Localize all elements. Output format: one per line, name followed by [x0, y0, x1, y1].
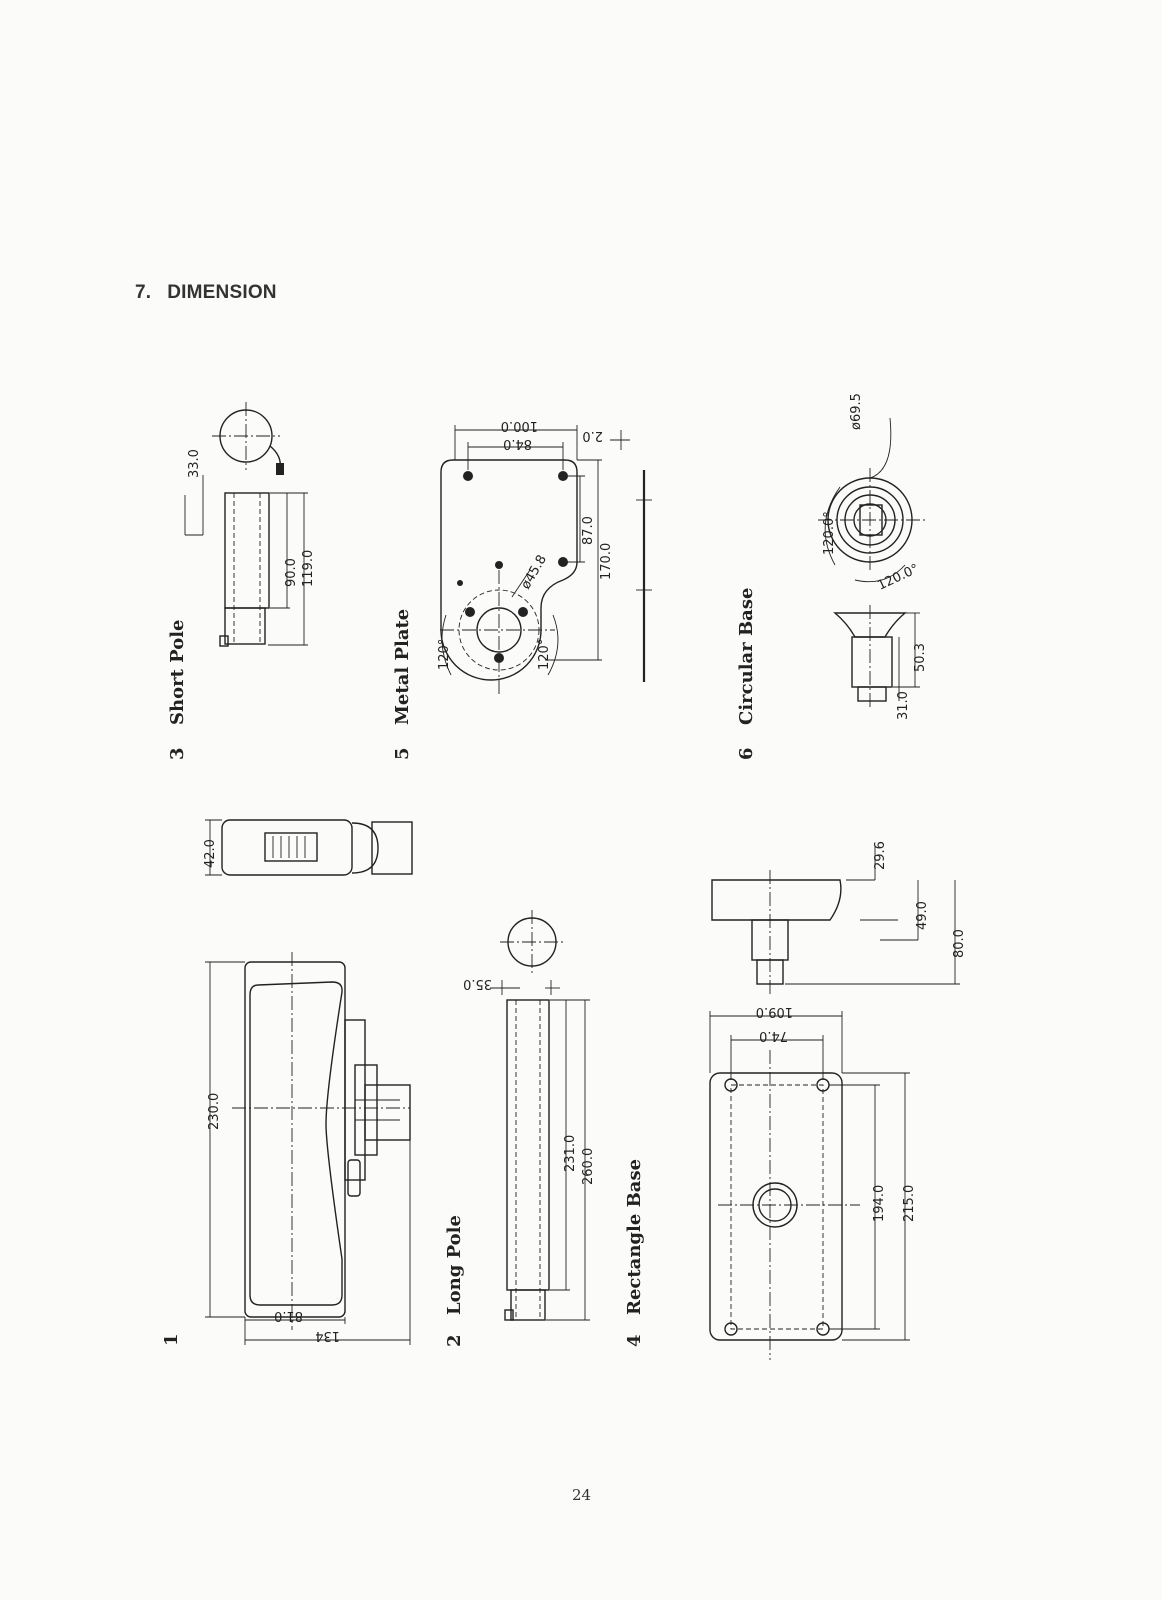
- p3-diameter-dim: 33.0: [187, 449, 202, 478]
- p5-angle-b-dim: 120°: [537, 639, 552, 670]
- p6-angle-a-dim: 120.0°: [822, 511, 837, 555]
- p4-hole-spacing-dim: 74.0: [759, 1028, 788, 1043]
- p5-hole-spacing-dim: 84.0: [503, 436, 532, 451]
- p2-overall-dim: 260.0: [581, 1148, 596, 1185]
- part-6-number: 6: [736, 747, 757, 760]
- section-heading: 7. DIMENSION: [135, 282, 277, 304]
- p6-base-dim: 31.0: [896, 691, 911, 720]
- part-1-device: 1 230.0 81.0 134: [161, 819, 413, 1346]
- p1-depth-b-dim: 134: [315, 1328, 340, 1343]
- part-6-circular-base: 6 Circular Base ø69.5 120.0° 120.0° 50.3…: [736, 393, 928, 760]
- p6-height-dim: 50.3: [913, 643, 928, 672]
- part-5-name: Metal Plate: [392, 609, 413, 725]
- p4-top-dim: 29.6: [873, 841, 888, 870]
- part-3-name: Short Pole: [167, 619, 188, 725]
- p5-width-dim: 100.0: [501, 418, 538, 433]
- p4-length-dim: 215.0: [902, 1185, 917, 1222]
- part-6-name: Circular Base: [736, 588, 757, 725]
- p6-angle-b-dim: 120.0°: [875, 562, 921, 594]
- part-1-number: 1: [161, 1333, 182, 1346]
- part-2-number: 2: [444, 1334, 465, 1347]
- p6-diameter-dim: ø69.5: [849, 393, 864, 430]
- part-4-rectangle-base: 4 Rectangle Base 109.0 74.0 194.0 215.0: [624, 841, 967, 1360]
- section-number: 7.: [135, 282, 152, 303]
- part-5-number: 5: [392, 747, 413, 760]
- part-4-number: 4: [624, 1334, 645, 1347]
- p4-hole-length-dim: 194.0: [872, 1185, 887, 1222]
- p2-diameter-dim: 35.0: [463, 976, 492, 991]
- part-3-short-pole: 3 Short Pole 90.0 119.0 33.0: [167, 402, 316, 760]
- p3-overall-dim: 119.0: [301, 550, 316, 587]
- p5-length-dim: 170.0: [599, 543, 614, 580]
- part-3-number: 3: [167, 747, 188, 760]
- p5-angle-a-dim: 120°: [437, 639, 452, 670]
- p1-side-dim: 42.0: [203, 839, 218, 868]
- p4-mid-dim: 49.0: [915, 901, 930, 930]
- p3-inner-dim: 90.0: [284, 558, 299, 587]
- section-title: DIMENSION: [167, 282, 277, 303]
- p5-hole-dim: ø45.8: [518, 553, 549, 592]
- part-4-name: Rectangle Base: [624, 1159, 645, 1315]
- p2-inner-dim: 231.0: [563, 1135, 578, 1172]
- p4-width-dim: 109.0: [756, 1004, 793, 1019]
- part-5-metal-plate: 5 Metal Plate ø45.8 120° 120° 100.0 84.0…: [392, 418, 652, 760]
- p4-height-dim: 80.0: [952, 929, 967, 958]
- p5-mid-dim: 87.0: [581, 516, 596, 545]
- part-2-long-pole: 2 Long Pole 231.0 260.0 35.0: [444, 910, 596, 1347]
- page-number: 24: [572, 1486, 591, 1504]
- p1-depth-a-dim: 81.0: [274, 1308, 303, 1323]
- p5-thickness-dim: 2.0: [582, 428, 603, 443]
- p1-length-dim: 230.0: [207, 1093, 222, 1130]
- part-2-name: Long Pole: [444, 1215, 465, 1315]
